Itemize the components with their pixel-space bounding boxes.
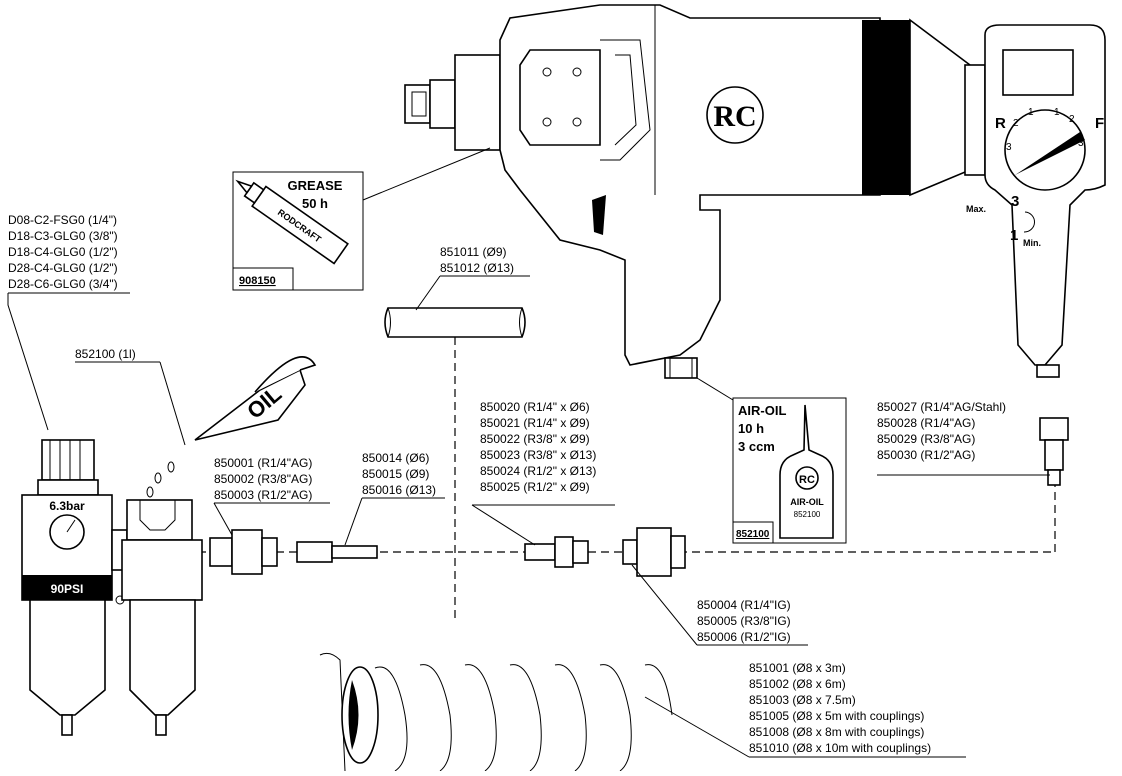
frl-part-4: D28-C6-GLG0 (3/4") [8, 277, 118, 291]
air-oil-title: AIR-OIL [738, 403, 786, 418]
dial-forward-label: F [1095, 115, 1104, 132]
plug-part-0: 850027 (R1/4"AG/Stahl) [877, 400, 1006, 414]
socket-part-2: 850006 (R1/2"IG) [697, 630, 791, 644]
adapter-part-5: 850025 (R1/2" x Ø9) [480, 480, 590, 494]
grease-part-number: 908150 [239, 275, 276, 287]
frl-part-2: D18-C4-GLG0 (1/2") [8, 245, 118, 259]
power-max-label: Max. [966, 204, 986, 214]
adapter-part-0: 850020 (R1/4" x Ø6) [480, 400, 590, 414]
frl-part-3: D28-C4-GLG0 (1/2") [8, 261, 118, 275]
impact-wrench-side-view: RC [404, 4, 881, 379]
dial-scale-1-left: 1 [1028, 107, 1034, 118]
nipple-part-0: 850014 (Ø6) [362, 451, 429, 465]
dial-reverse-label: R [995, 115, 1006, 132]
dial-scale-3-left: 3 [1006, 142, 1012, 153]
air-oil-interval: 10 h [738, 421, 764, 436]
air-hose: 851011 (Ø9) 851012 (Ø13) [384, 245, 530, 338]
adapter-part-3: 850023 (R3/8" x Ø13) [480, 448, 596, 462]
hose-part-1: 851012 (Ø13) [440, 261, 514, 275]
frl-part-list: D08-C2-FSG0 (1/4") D18-C3-GLG0 (3/8") D1… [7, 213, 130, 431]
dial-scale-1-right: 1 [1054, 107, 1060, 118]
plug-part-2: 850029 (R3/8"AG) [877, 432, 975, 446]
air-oil-bottle-part: 852100 [794, 510, 821, 519]
regulator-pressure-psi: 90PSI [51, 582, 84, 596]
spiral-part-3: 851005 (Ø8 x 5m with couplings) [749, 709, 924, 723]
air-oil-bottle-label: AIR-OIL [790, 497, 824, 507]
spiral-part-0: 851001 (Ø8 x 3m) [749, 661, 846, 675]
adapter-part-1: 850021 (R1/4" x Ø9) [480, 416, 590, 430]
plug-nipple: 850027 (R1/4"AG/Stahl) 850028 (R1/4"AG) … [877, 400, 1069, 486]
nipple-part-1: 850015 (Ø9) [362, 467, 429, 481]
nipple-hose-tail: 850014 (Ø6) 850015 (Ø9) 850016 (Ø13) [296, 451, 445, 563]
coupling-part-2: 850003 (R1/2"AG) [214, 488, 312, 502]
dial-scale-2-left: 2 [1013, 118, 1019, 129]
air-oil-part-number: 852100 [736, 529, 770, 540]
dial-scale-2-right: 2 [1069, 114, 1075, 125]
power-min-value: 1 [1010, 227, 1018, 244]
regulator-pressure-bar: 6.3bar [49, 499, 85, 513]
adapter-fitting: 850020 (R1/4" x Ø6) 850021 (R1/4" x Ø9) … [471, 400, 615, 568]
oil-can-part: 852100 (1l) [75, 347, 136, 361]
spiral-part-2: 851003 (Ø8 x 7.5m) [749, 693, 856, 707]
power-min-label: Min. [1023, 238, 1041, 248]
hose-part-0: 851011 (Ø9) [440, 245, 507, 259]
filter-regulator-lubricator: 6.3bar 90PSI [21, 439, 203, 736]
rc-logo: RC [713, 100, 756, 133]
impact-wrench-rear-view: R F 3 2 1 1 2 3 Max. 3 1 Min. [862, 18, 1106, 378]
socket-part-1: 850005 (R3/8"IG) [697, 614, 791, 628]
coupling-part-0: 850001 (R1/4"AG) [214, 456, 312, 470]
spiral-hose: 851001 (Ø8 x 3m) 851002 (Ø8 x 6m) 851003… [319, 652, 966, 772]
coupling-part-1: 850002 (R3/8"AG) [214, 472, 312, 486]
grease-box: GREASE 50 h 908150 RODCRAFT [232, 147, 491, 291]
nipple-part-2: 850016 (Ø13) [362, 483, 436, 497]
coupling-male: 850001 (R1/4"AG) 850002 (R3/8"AG) 850003… [209, 456, 330, 575]
spiral-part-4: 851008 (Ø8 x 8m with couplings) [749, 725, 924, 739]
socket-part-0: 850004 (R1/4"IG) [697, 598, 791, 612]
frl-part-1: D18-C3-GLG0 (3/8") [8, 229, 118, 243]
dial-scale-3-right: 3 [1078, 138, 1084, 149]
spiral-part-5: 851010 (Ø8 x 10m with couplings) [749, 741, 931, 755]
adapter-part-4: 850024 (R1/2" x Ø13) [480, 464, 596, 478]
frl-part-0: D08-C2-FSG0 (1/4") [8, 213, 117, 227]
coupling-socket: 850004 (R1/4"IG) 850005 (R3/8"IG) 850006… [622, 527, 808, 646]
adapter-part-2: 850022 (R3/8" x Ø9) [480, 432, 590, 446]
air-oil-amount: 3 ccm [738, 439, 775, 454]
grease-title: GREASE [288, 178, 343, 193]
air-oil-bottle-logo: RC [799, 474, 815, 486]
air-oil-box: AIR-OIL 10 h 3 ccm 852100 RC AIR-OIL 852… [696, 377, 847, 544]
plug-part-1: 850028 (R1/4"AG) [877, 416, 975, 430]
plug-part-3: 850030 (R1/2"AG) [877, 448, 975, 462]
power-max-value: 3 [1011, 193, 1019, 210]
spiral-part-1: 851002 (Ø8 x 6m) [749, 677, 846, 691]
grease-interval: 50 h [302, 196, 328, 211]
